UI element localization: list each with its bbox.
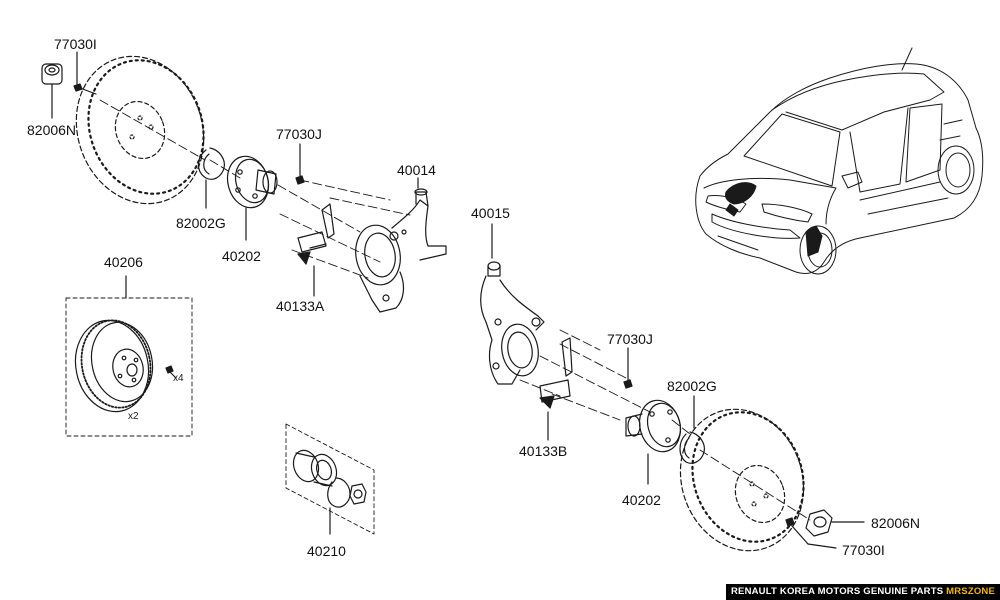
bolt-right [623, 347, 633, 389]
footer-banner: RENAULT KOREA MOTORS GENUINE PARTS MRSZO… [726, 584, 1000, 600]
screw-right [785, 517, 837, 549]
label-82006N-top[interactable]: 82006N [27, 122, 77, 138]
brake-disc-group [65, 275, 193, 437]
splash-shield-right [539, 337, 573, 441]
steering-knuckle-right [480, 223, 545, 385]
assembly-axis-left [99, 99, 411, 279]
label-40206[interactable]: 40206 [104, 254, 143, 270]
label-77030J-top[interactable]: 77030J [276, 126, 322, 142]
footer-brand: MRSZONE [946, 586, 996, 597]
footer-text: RENAULT KOREA MOTORS GENUINE PARTS [730, 586, 947, 597]
bolt-top [295, 143, 305, 185]
label-77030J-right[interactable]: 77030J [607, 331, 653, 347]
quantity-discs: x2 [128, 411, 139, 422]
label-40202-left[interactable]: 40202 [222, 248, 261, 264]
label-40210[interactable]: 40210 [307, 543, 346, 559]
hub-bearing-group [285, 423, 375, 535]
brake-disc-ghost-left [75, 55, 205, 205]
label-40014[interactable]: 40014 [397, 162, 436, 178]
label-40202-right[interactable]: 40202 [622, 492, 661, 508]
label-40015[interactable]: 40015 [471, 205, 510, 221]
snap-ring-left [197, 147, 225, 209]
label-77030I-top[interactable]: 77030I [54, 36, 97, 52]
steering-knuckle-left [355, 177, 447, 313]
wheel-hub-left [226, 155, 278, 241]
vehicle-illustration [695, 47, 984, 275]
label-82006N-right[interactable]: 82006N [871, 515, 921, 531]
splash-shield-left [297, 203, 335, 297]
hub-nut-right [805, 509, 865, 537]
hub-nut-left [41, 63, 63, 119]
screw-left [73, 51, 97, 95]
label-40133B[interactable]: 40133B [519, 443, 568, 459]
label-82002G-left[interactable]: 82002G [176, 215, 226, 231]
brake-disc-ghost-right [679, 408, 805, 552]
quantity-bolts: x4 [173, 373, 184, 384]
wheel-hub-right [625, 399, 682, 485]
label-82002G-right[interactable]: 82002G [667, 378, 717, 394]
label-40133A[interactable]: 40133A [276, 298, 325, 314]
label-77030I-right[interactable]: 77030I [842, 542, 885, 558]
